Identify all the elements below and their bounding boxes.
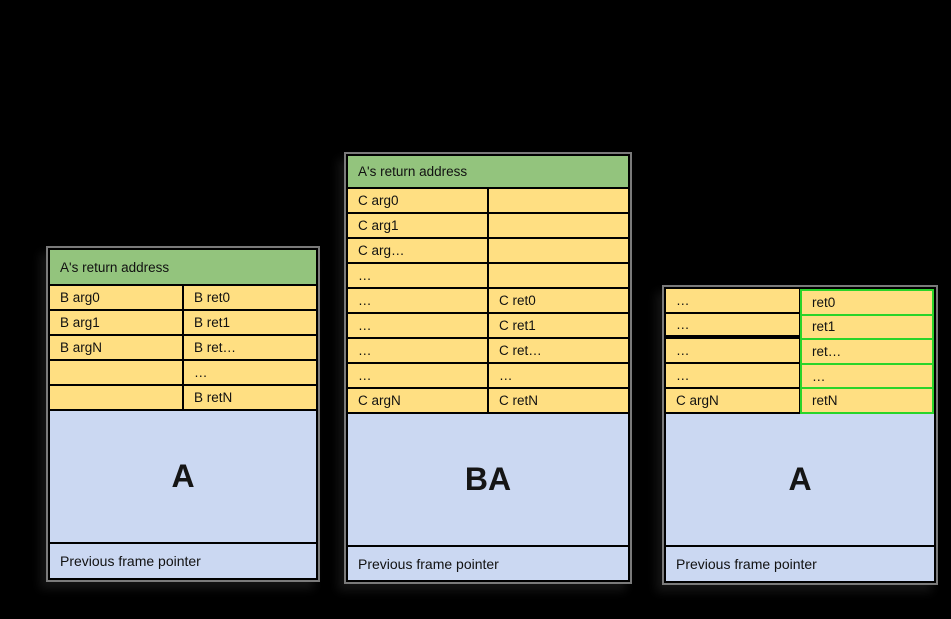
stack-cell [487, 189, 628, 214]
function-region-label: A [666, 414, 934, 547]
previous-frame-pointer-cell: Previous frame pointer [50, 544, 316, 578]
stack-cell: … [348, 289, 487, 314]
function-region-label: BA [348, 414, 628, 547]
table-row: C arg0 [348, 189, 628, 214]
table-row: C arg… [348, 239, 628, 264]
table-row: … … [348, 364, 628, 389]
table-row: B argN B ret… [50, 336, 316, 361]
stack-cell: … [666, 314, 799, 339]
stack-cell [50, 386, 182, 411]
stack-cell: C retN [487, 389, 628, 414]
stack-cell: B ret… [182, 336, 316, 361]
stack-cell: … [487, 364, 628, 389]
stack-cell [487, 239, 628, 264]
stack-cells: B arg0 B ret0 B arg1 B ret1 B argN B ret… [50, 286, 316, 411]
stack-cells: C arg0 C arg1 C arg… … … C ret0 … C re [348, 189, 628, 414]
function-region-label: A [50, 411, 316, 544]
stack-cell: B arg1 [50, 311, 182, 336]
stack-cell: B argN [50, 336, 182, 361]
stack-cell: C arg0 [348, 189, 487, 214]
stack-cell: B arg0 [50, 286, 182, 311]
previous-frame-pointer-cell: Previous frame pointer [348, 547, 628, 580]
stack-cell: C arg1 [348, 214, 487, 239]
table-row: … [348, 264, 628, 289]
stack-cell: … [666, 289, 799, 314]
stack-cell: … [348, 314, 487, 339]
stack-cell: … [666, 339, 799, 364]
stack-table: A's return address C arg0 C arg1 C arg… … [346, 154, 630, 582]
stack-cell: … [182, 361, 316, 386]
table-row: … C ret0 [348, 289, 628, 314]
stack-cell: … [348, 364, 487, 389]
highlighted-cell: ret1 [802, 316, 932, 341]
stack-cell [50, 361, 182, 386]
stack-frame-middle: A's return address C arg0 C arg1 C arg… … [344, 152, 632, 584]
stack-cell: B ret0 [182, 286, 316, 311]
previous-frame-pointer-cell: Previous frame pointer [666, 547, 934, 581]
stack-cell: … [348, 264, 487, 289]
table-row: … C ret… [348, 339, 628, 364]
return-address-header: A's return address [50, 250, 316, 286]
highlighted-cell: ret0 [802, 291, 932, 316]
return-address-header: A's return address [348, 156, 628, 189]
stack-cell: B retN [182, 386, 316, 411]
highlighted-return-column: ret0 ret1 ret… … retN [800, 289, 934, 414]
table-row: B arg0 B ret0 [50, 286, 316, 311]
stack-table: A's return address B arg0 B ret0 B arg1 … [48, 248, 318, 580]
stack-cells: … … … … C argN ret0 ret1 ret… [666, 289, 934, 414]
stack-cell [487, 214, 628, 239]
highlighted-cell: … [802, 365, 932, 390]
stack-cell: … [348, 339, 487, 364]
table-row: … C ret1 [348, 314, 628, 339]
highlighted-cell: ret… [802, 340, 932, 365]
stack-cell [487, 264, 628, 289]
stack-table: … … … … C argN ret0 ret1 ret… [664, 287, 936, 583]
table-row: B retN [50, 386, 316, 411]
stack-frame-left: A's return address B arg0 B ret0 B arg1 … [46, 246, 320, 582]
stack-cell: B ret1 [182, 311, 316, 336]
table-row: C argN C retN [348, 389, 628, 414]
stack-cell: C ret1 [487, 314, 628, 339]
stack-cell: C argN [348, 389, 487, 414]
table-row: … [50, 361, 316, 386]
highlighted-cell: retN [812, 393, 838, 409]
table-row: C arg1 [348, 214, 628, 239]
stack-cell: C ret… [487, 339, 628, 364]
stack-cell: C argN [666, 389, 799, 414]
table-row: B arg1 B ret1 [50, 311, 316, 336]
stack-cell: C ret0 [487, 289, 628, 314]
stack-frame-right: … … … … C argN ret0 ret1 ret… [662, 285, 938, 585]
stack-cell: … [666, 364, 799, 389]
stack-cell: C arg… [348, 239, 487, 264]
